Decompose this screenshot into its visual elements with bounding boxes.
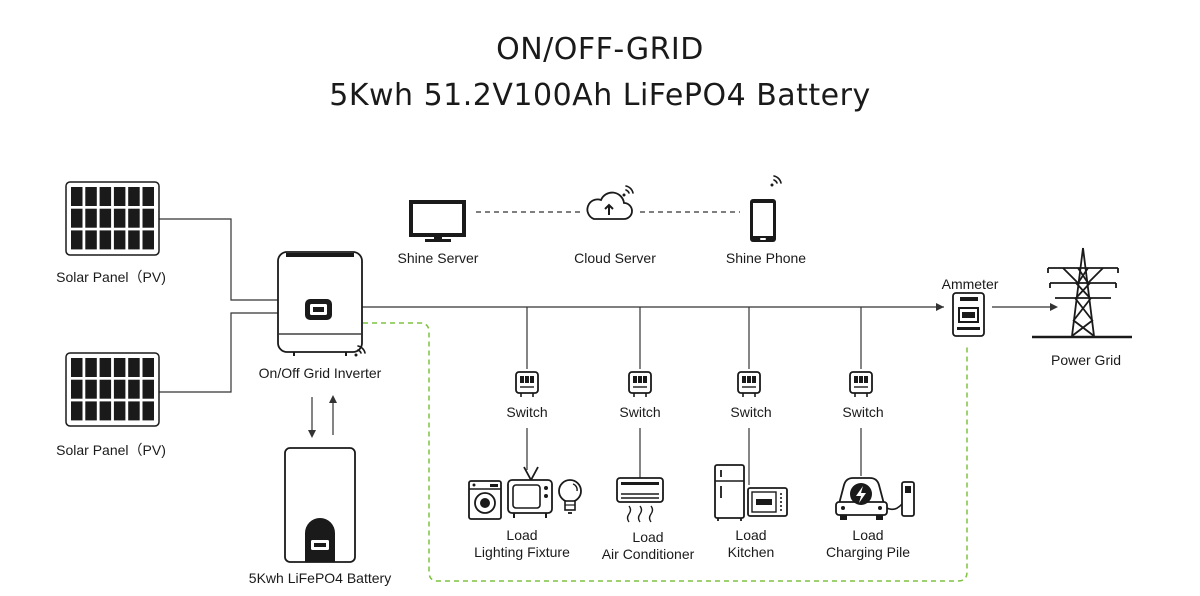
load-1-title: Load bbox=[506, 527, 538, 543]
solar-cell bbox=[99, 230, 112, 250]
solar-cell bbox=[71, 187, 83, 206]
shine-server-label: Shine Server bbox=[397, 250, 479, 266]
solar-cell bbox=[128, 401, 140, 421]
solar-cell bbox=[142, 379, 154, 399]
solar-cell bbox=[113, 230, 126, 250]
bus-arrow-head bbox=[936, 303, 944, 311]
ammeter-icon bbox=[952, 292, 985, 337]
load-3-title: Load bbox=[735, 527, 767, 543]
load-label-air-conditioner: Load Air Conditioner bbox=[602, 529, 695, 563]
solar-panel-top-icon bbox=[65, 181, 160, 256]
solar-cell bbox=[99, 208, 112, 228]
inverter-wifi-icon bbox=[354, 345, 366, 357]
solar-cell bbox=[142, 230, 154, 250]
load-4-title: Load bbox=[852, 527, 884, 543]
arrows bbox=[308, 303, 1058, 438]
phone-wifi-icon bbox=[770, 175, 782, 187]
green-dashed-line bbox=[363, 322, 968, 582]
microwave-icon bbox=[747, 487, 788, 517]
solar-cell bbox=[128, 187, 140, 206]
solar-cell bbox=[71, 401, 83, 421]
solar-cell bbox=[85, 208, 97, 228]
shine-phone-label: Shine Phone bbox=[725, 250, 807, 266]
solar-cell bbox=[128, 208, 140, 228]
solar-cell bbox=[142, 208, 154, 228]
power-tower-icon bbox=[1047, 247, 1119, 337]
title-line-2: 5Kwh 51.2V100Ah LiFePO4 Battery bbox=[329, 78, 871, 113]
load-4-subtitle: Charging Pile bbox=[825, 544, 911, 560]
solar-cell bbox=[113, 379, 126, 399]
switch-label-1: Switch bbox=[506, 404, 548, 420]
solar-cell bbox=[71, 358, 83, 377]
grid-arrow-head bbox=[1050, 303, 1058, 311]
cloud-wifi-icon bbox=[622, 185, 634, 197]
switch-label-4: Switch bbox=[842, 404, 884, 420]
switch-icon-4 bbox=[849, 371, 873, 397]
solar-panel-bottom-icon bbox=[65, 352, 160, 427]
solar-cell bbox=[71, 379, 83, 399]
tv-icon bbox=[507, 466, 553, 518]
load-3-subtitle: Kitchen bbox=[727, 544, 775, 560]
solar-cell bbox=[142, 187, 154, 206]
solar-cell bbox=[71, 230, 83, 250]
solar-cell bbox=[128, 358, 140, 377]
solar-cell bbox=[99, 187, 112, 206]
solar-cell bbox=[85, 230, 97, 250]
cloud-server-label: Cloud Server bbox=[574, 250, 656, 266]
load-label-kitchen: Load Kitchen bbox=[728, 527, 775, 561]
inverter-icon bbox=[277, 251, 363, 356]
solar-panel-bottom-label: Solar Panel（PV) bbox=[56, 442, 166, 458]
battery-label: 5Kwh LiFePO4 Battery bbox=[248, 570, 392, 586]
solar-panel-top-label: Solar Panel（PV) bbox=[56, 269, 166, 285]
solar-cell bbox=[71, 208, 83, 228]
switch-icon-3 bbox=[737, 371, 761, 397]
solar-cell bbox=[142, 401, 154, 421]
battery-icon bbox=[284, 447, 356, 563]
ev-charger-icon bbox=[835, 477, 915, 520]
connection-lines bbox=[158, 211, 1050, 485]
switch-icon-1 bbox=[515, 371, 539, 397]
solar-cell bbox=[99, 401, 112, 421]
load-2-title: Load bbox=[632, 529, 664, 545]
load-1-subtitle: Lighting Fixture bbox=[474, 544, 570, 560]
monitor-icon bbox=[409, 200, 466, 242]
solar-cell bbox=[128, 379, 140, 399]
solar-bottom-wire bbox=[158, 312, 278, 393]
cloud-icon bbox=[586, 191, 633, 220]
title-line-1: ON/OFF-GRID bbox=[496, 32, 704, 67]
phone-icon bbox=[750, 199, 776, 242]
solar-cell bbox=[113, 208, 126, 228]
solar-cell bbox=[85, 401, 97, 421]
solar-cell bbox=[128, 230, 140, 250]
solar-cell bbox=[85, 187, 97, 206]
switch-label-3: Switch bbox=[730, 404, 772, 420]
load-2-subtitle: Air Conditioner bbox=[601, 546, 695, 562]
light-bulb-icon bbox=[558, 479, 582, 514]
switch-icon-2 bbox=[628, 371, 652, 397]
load-label-charging-pile: Load Charging Pile bbox=[826, 527, 910, 561]
power-grid-label: Power Grid bbox=[1050, 352, 1122, 368]
solar-cell bbox=[85, 379, 97, 399]
inverter-label: On/Off Grid Inverter bbox=[258, 365, 382, 381]
solar-cell bbox=[85, 358, 97, 377]
solar-top-wire bbox=[158, 218, 278, 301]
refrigerator-icon bbox=[714, 464, 745, 521]
ammeter-label: Ammeter bbox=[941, 276, 999, 292]
switches-group bbox=[515, 371, 873, 397]
solar-cell bbox=[113, 401, 126, 421]
solar-cell bbox=[142, 358, 154, 377]
solar-cell bbox=[113, 358, 126, 377]
arrow-up-head bbox=[329, 395, 337, 403]
washing-machine-icon bbox=[468, 480, 502, 520]
solar-cell bbox=[99, 379, 112, 399]
arrow-down-head bbox=[308, 430, 316, 438]
solar-cell bbox=[99, 358, 112, 377]
load-label-lighting: Load Lighting Fixture bbox=[474, 527, 570, 561]
switch-label-2: Switch bbox=[619, 404, 661, 420]
air-conditioner-icon bbox=[616, 477, 664, 523]
solar-cell bbox=[113, 187, 126, 206]
